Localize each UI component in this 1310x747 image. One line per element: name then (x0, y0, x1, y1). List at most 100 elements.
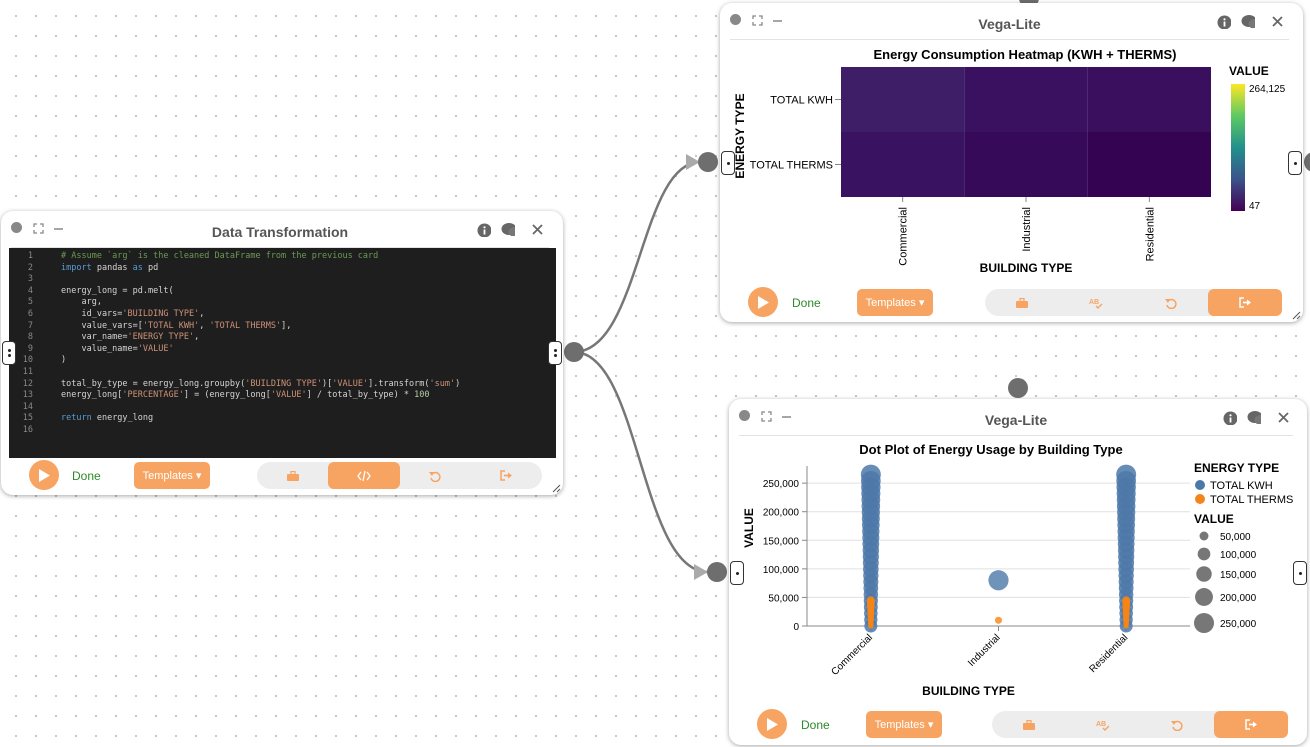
code-line: 14 (9, 402, 556, 414)
resize-handle-icon[interactable] (552, 484, 561, 493)
code-text: id_vars='BUILDING TYPE', (61, 308, 205, 319)
toolbox-button[interactable] (992, 711, 1066, 738)
code-text: energy_long['PERCENTAGE'] = (energy_long… (61, 390, 430, 401)
toolbox-icon (1016, 297, 1029, 308)
code-view-button[interactable] (328, 462, 400, 489)
legend-max-label: 264,125 (1249, 84, 1286, 95)
output-handle[interactable] (1288, 151, 1302, 175)
templates-button[interactable]: Templates ▾ (134, 462, 210, 489)
resize-handle-icon[interactable] (1292, 311, 1301, 320)
output-handle[interactable] (1293, 561, 1307, 585)
chart-title: Energy Consumption Heatmap (KWH + THERMS… (874, 47, 1177, 62)
minimize-icon[interactable] (772, 15, 786, 29)
line-number: 12 (22, 378, 33, 389)
code-line: 7 value_vars=['TOTAL KWH', 'TOTAL THERMS… (9, 321, 556, 333)
undo-icon (1164, 298, 1177, 309)
close-icon[interactable] (1278, 412, 1292, 426)
templates-button[interactable]: Templates ▾ (857, 289, 933, 316)
reset-button[interactable] (400, 462, 471, 489)
collapse-dot-icon[interactable] (730, 14, 744, 28)
expand-icon[interactable] (33, 223, 47, 237)
minimize-icon[interactable] (781, 411, 795, 425)
export-icon (500, 470, 513, 481)
data-point (994, 616, 1003, 624)
code-editor[interactable]: 1# Assume `arg` is the cleaned DataFrame… (9, 248, 556, 458)
y-axis-title: ENERGY TYPE (733, 93, 747, 178)
node-port[interactable] (1008, 378, 1028, 398)
toolbox-button[interactable] (985, 289, 1059, 316)
node-port[interactable] (1304, 152, 1310, 172)
reset-button[interactable] (1134, 289, 1208, 316)
heatmap-cell (1087, 67, 1211, 132)
x-tick-label: Industrial (966, 632, 1002, 668)
output-button[interactable] (1214, 711, 1288, 738)
code-text: import pandas as pd (61, 262, 159, 273)
legend-swatch (1195, 480, 1205, 490)
code-line: 9 value_name='VALUE' (9, 344, 556, 356)
card-toolbar: AB (985, 289, 1282, 316)
undo-icon (429, 471, 441, 482)
chat-icon[interactable] (501, 222, 515, 236)
input-handle[interactable] (730, 561, 744, 585)
node-port[interactable] (707, 562, 727, 582)
minimize-icon[interactable] (53, 223, 67, 237)
info-icon[interactable] (1217, 15, 1231, 29)
run-button[interactable] (29, 460, 59, 490)
x-tick-label: Commercial (829, 632, 874, 677)
run-button[interactable] (757, 709, 787, 739)
legend-size-label: 150,000 (1220, 570, 1257, 581)
heatmap-chart: Energy Consumption Heatmap (KWH + THERMS… (733, 47, 1286, 275)
code-text: total_by_type = energy_long.groupby('BUI… (61, 378, 461, 389)
svg-text:AB: AB (1096, 721, 1106, 728)
toolbox-button[interactable] (257, 462, 328, 489)
run-button[interactable] (748, 287, 778, 317)
svg-text:AB: AB (1089, 299, 1099, 306)
legend-size-label: 100,000 (1220, 550, 1257, 561)
line-number: 8 (27, 332, 33, 343)
input-handle[interactable] (2, 341, 16, 365)
legend-size-label: 50,000 (1220, 532, 1251, 543)
close-icon[interactable] (532, 224, 546, 238)
legend-size-swatch (1195, 588, 1213, 606)
x-tick-label: Residential (1088, 632, 1131, 675)
legend-title: VALUE (1229, 64, 1269, 78)
collapse-dot-icon[interactable] (739, 410, 753, 424)
expand-icon[interactable] (752, 15, 766, 29)
node-port[interactable] (698, 152, 718, 172)
chat-icon[interactable] (1241, 14, 1255, 28)
output-button[interactable] (1207, 289, 1282, 316)
line-number: 5 (27, 297, 33, 308)
templates-button[interactable]: Templates ▾ (866, 711, 942, 738)
x-tick-label: Commercial (898, 207, 910, 266)
node-port[interactable] (564, 342, 584, 362)
legend-label: TOTAL THERMS (1210, 494, 1293, 506)
code-line: 11 (9, 367, 556, 379)
status-label: Done (72, 469, 101, 483)
expand-icon[interactable] (761, 411, 775, 425)
output-handle[interactable] (548, 341, 562, 365)
spellcheck-button[interactable]: AB (1066, 711, 1140, 738)
x-axis-title: BUILDING TYPE (980, 261, 1073, 275)
card-toolbar: AB (992, 711, 1288, 738)
info-icon[interactable] (477, 223, 491, 237)
input-handle[interactable] (721, 151, 735, 175)
output-button[interactable] (471, 462, 542, 489)
heatmap-cell (1087, 132, 1211, 197)
status-label: Done (801, 718, 830, 732)
heatmap-cell (964, 67, 1088, 132)
x-tick-label: Industrial (1021, 207, 1033, 252)
collapse-dot-icon[interactable] (11, 222, 25, 236)
card-title: Data Transformation (211, 224, 349, 240)
reset-button[interactable] (1140, 711, 1214, 738)
play-icon (39, 468, 50, 482)
close-icon[interactable] (1272, 16, 1286, 30)
line-number: 14 (22, 401, 33, 412)
spellcheck-button[interactable]: AB (1059, 289, 1133, 316)
info-icon[interactable] (1223, 411, 1237, 425)
chat-icon[interactable] (1247, 410, 1261, 424)
code-line: 16 (9, 425, 556, 437)
